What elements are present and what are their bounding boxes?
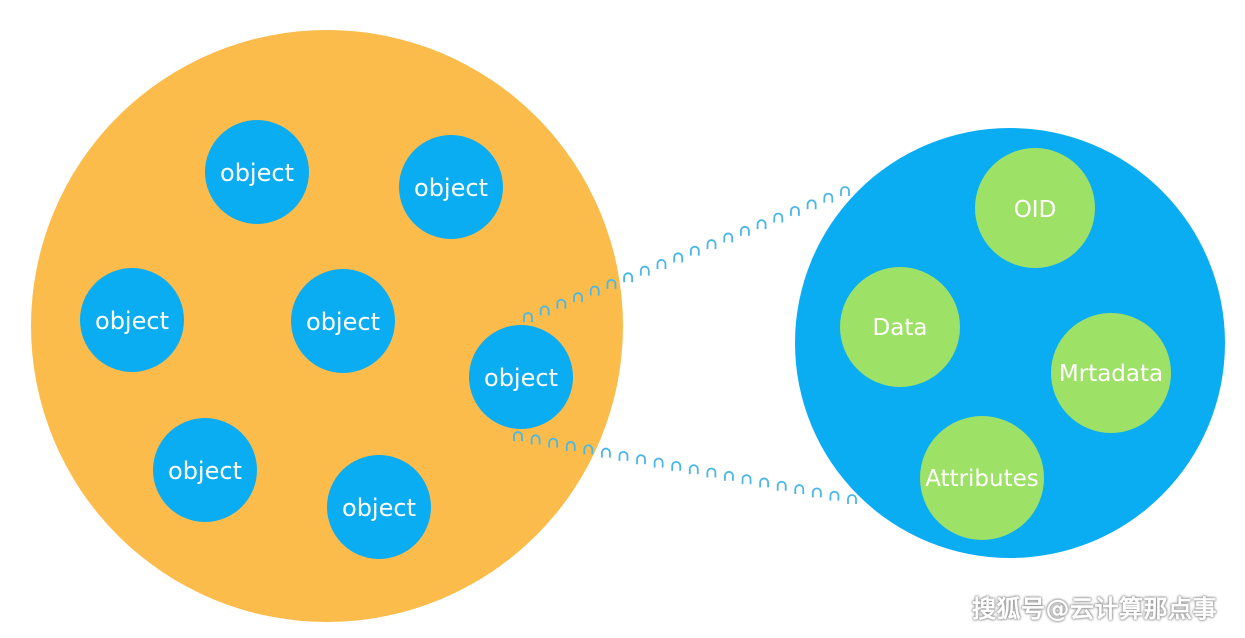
attributes-node: Attributes bbox=[920, 416, 1044, 540]
connector-link bbox=[606, 278, 617, 289]
connector-link bbox=[565, 441, 576, 451]
connector-link bbox=[653, 457, 664, 468]
connector-link bbox=[759, 477, 770, 488]
connector-link bbox=[847, 494, 857, 504]
connector-link bbox=[794, 484, 805, 495]
connector-link bbox=[636, 454, 646, 465]
connector-link bbox=[806, 199, 817, 210]
connector-link bbox=[756, 219, 767, 230]
object-node: object bbox=[291, 269, 395, 373]
connector-link bbox=[623, 272, 634, 283]
connector-link bbox=[706, 239, 717, 250]
oid-node: OID bbox=[975, 148, 1095, 268]
connector-link bbox=[723, 232, 734, 243]
object-label: object bbox=[95, 307, 169, 335]
connector-link bbox=[656, 259, 667, 269]
connector-link bbox=[671, 460, 682, 471]
metadata-label: Mrtadata bbox=[1059, 361, 1163, 387]
connector-link bbox=[688, 464, 699, 475]
connector-link bbox=[556, 298, 567, 309]
object-label: object bbox=[484, 364, 558, 392]
connector-link bbox=[589, 285, 600, 296]
connector-link bbox=[573, 292, 583, 303]
object-label: object bbox=[414, 174, 488, 202]
object-label: object bbox=[220, 159, 294, 187]
connector-link bbox=[823, 192, 834, 203]
connector-link bbox=[530, 434, 541, 445]
oid-label: OID bbox=[1014, 197, 1057, 223]
connector-link bbox=[523, 312, 533, 322]
connector-link bbox=[673, 252, 684, 263]
connector-link bbox=[689, 245, 700, 256]
object-label: object bbox=[168, 457, 242, 485]
connector-link bbox=[618, 451, 629, 461]
connector-link bbox=[600, 447, 611, 458]
connector-link bbox=[811, 487, 822, 498]
connector-link bbox=[741, 474, 752, 485]
connector-link bbox=[739, 225, 750, 236]
object-node: object bbox=[399, 135, 503, 239]
connector-link bbox=[583, 444, 594, 455]
connector-link bbox=[724, 470, 734, 481]
connector-link bbox=[539, 305, 550, 316]
watermark: 搜狐号@云计算那点事 bbox=[972, 595, 1217, 623]
object-node: object bbox=[80, 268, 184, 372]
connector-link bbox=[829, 490, 840, 501]
object-label: object bbox=[342, 494, 416, 522]
connector-link bbox=[776, 480, 787, 491]
object-node-selected: object bbox=[469, 325, 573, 429]
metadata-node: Mrtadata bbox=[1051, 313, 1171, 433]
attributes-label: Attributes bbox=[925, 466, 1039, 492]
connector-link bbox=[790, 206, 800, 216]
connector-lines bbox=[513, 186, 857, 504]
object-node: object bbox=[327, 455, 431, 559]
connector-link bbox=[639, 265, 650, 276]
data-label: Data bbox=[873, 315, 928, 341]
object-label: object bbox=[306, 308, 380, 336]
connector-link bbox=[773, 212, 784, 223]
object-node: object bbox=[205, 120, 309, 224]
connector-link bbox=[706, 467, 717, 478]
data-node: Data bbox=[840, 267, 960, 387]
connector-link bbox=[840, 186, 850, 196]
object-node: object bbox=[153, 418, 257, 522]
object-detail-circle bbox=[795, 128, 1225, 558]
connector-link bbox=[513, 431, 523, 441]
connector-link bbox=[548, 437, 559, 448]
